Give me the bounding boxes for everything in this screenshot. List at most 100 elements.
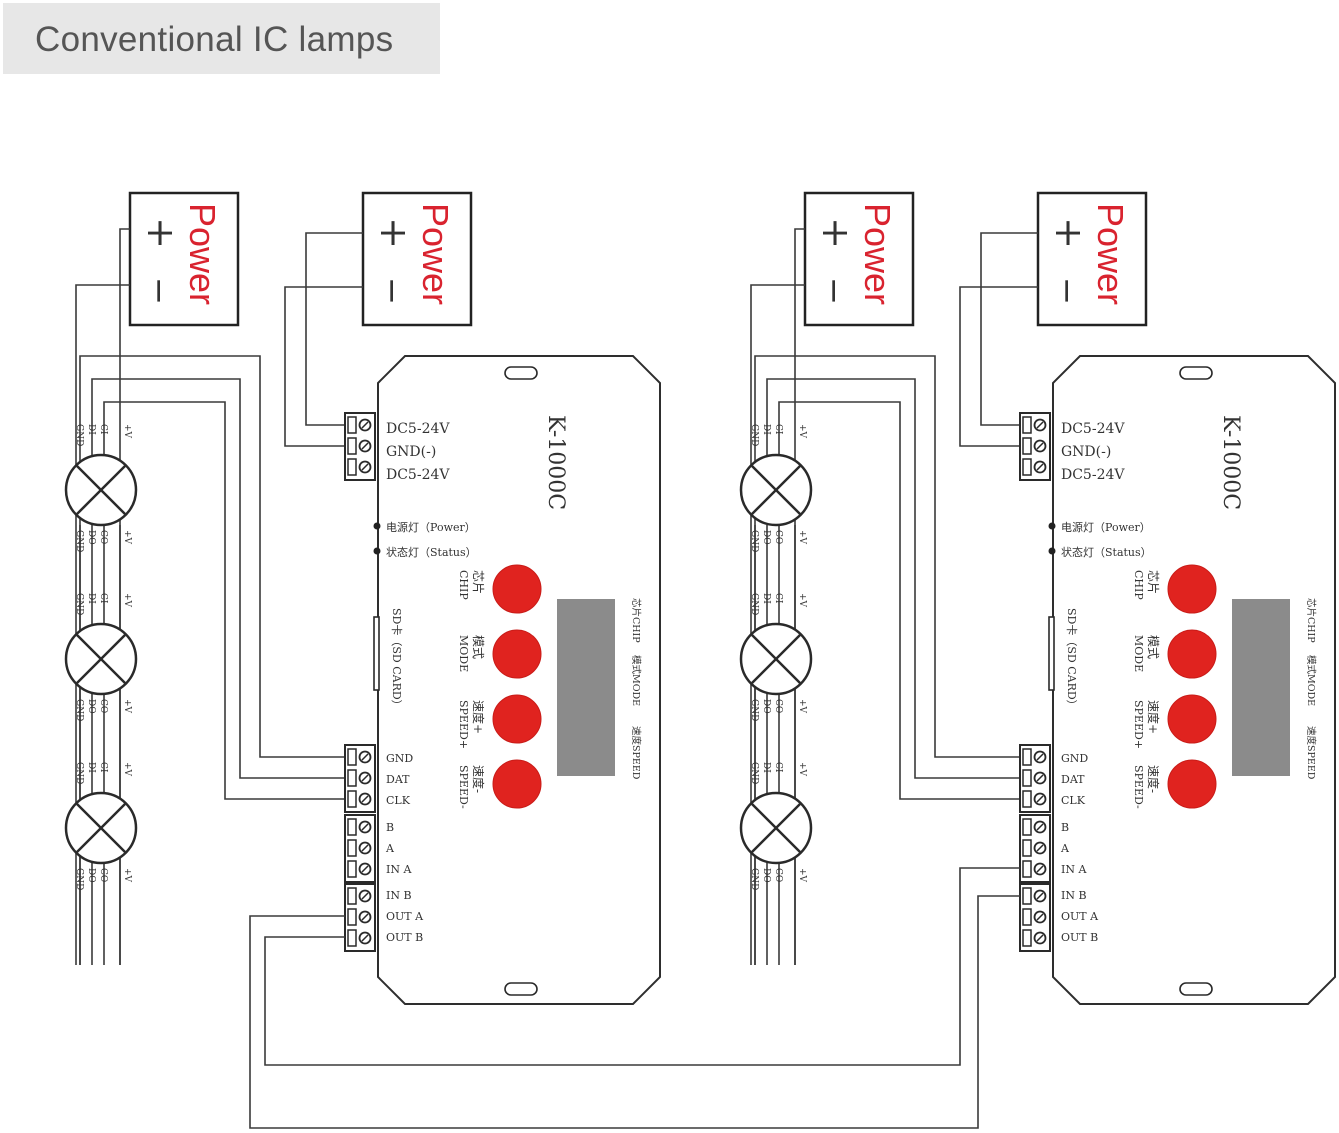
power-label: Power xyxy=(182,203,223,305)
terminal-slot xyxy=(347,769,357,787)
terminal-label: A xyxy=(385,842,395,855)
controller-model: K-1000C xyxy=(1218,415,1243,510)
button-label-cn: 芯片 xyxy=(1146,570,1160,594)
lamp-pin-label: DI xyxy=(761,762,771,773)
wire-ctrl-minus xyxy=(284,286,363,447)
button-label-cn: 速度- xyxy=(471,765,486,793)
lamp-cross xyxy=(76,803,126,853)
button-label-cn: 模式 xyxy=(1146,635,1160,659)
lamp-pin-label: DO xyxy=(86,699,96,714)
button-mode xyxy=(492,629,542,679)
terminal-out xyxy=(344,883,376,952)
controller-2: K-1000CDC5-24VGND(-)DC5-24V电源灯（Power）状态灯… xyxy=(1019,355,1336,1005)
lamp-pin-label: DO xyxy=(761,699,771,714)
button-speed xyxy=(1167,759,1217,809)
lamp-pin-label: GND xyxy=(749,699,759,721)
power-box xyxy=(128,191,240,327)
terminal-slot xyxy=(347,908,357,926)
button-speed xyxy=(492,694,542,744)
lamp-pin-label: CI xyxy=(773,762,783,773)
terminal-label: OUT A xyxy=(386,910,424,923)
lamp-pin-label: GND xyxy=(749,530,759,552)
button-label-cn: 模式 xyxy=(471,635,485,659)
terminal-slot xyxy=(1022,769,1032,787)
terminal-screw-slot xyxy=(361,442,369,450)
title-banner: Conventional IC lamps xyxy=(3,3,440,74)
terminal-label: DC5-24V xyxy=(386,421,450,437)
terminal-ab xyxy=(1019,814,1051,883)
lamp-pin-label: CO xyxy=(98,699,108,713)
terminal-label: DC5-24V xyxy=(386,467,450,483)
power-minus-sign: − xyxy=(372,277,412,306)
terminal-power xyxy=(344,412,376,481)
lamp-pin-label: +V xyxy=(797,868,807,883)
terminal-screw-slot xyxy=(361,421,369,429)
indicator-led xyxy=(1048,522,1056,530)
button-label-en: SPEED- xyxy=(1132,765,1145,809)
mounting-hole xyxy=(504,366,538,380)
side-label: 模式MODE xyxy=(1305,655,1317,706)
terminal-screw-slot xyxy=(1036,892,1044,900)
power-box xyxy=(1036,191,1148,327)
controller-model: K-1000C xyxy=(543,415,568,510)
lamp-pin-label: +V xyxy=(122,868,132,883)
terminal-slot xyxy=(347,887,357,905)
terminal-slot xyxy=(1022,818,1032,836)
button-chip xyxy=(1167,564,1217,614)
lamp-pin-label: GND xyxy=(74,762,84,784)
terminal-slot xyxy=(347,748,357,766)
terminal-label: OUT B xyxy=(386,931,423,944)
indicator-led xyxy=(373,547,381,555)
indicator-label: 电源灯（Power） xyxy=(1061,520,1151,534)
lcd-display xyxy=(557,599,615,776)
wire-clk xyxy=(778,401,1020,800)
power-box xyxy=(361,191,473,327)
button-label-cn: 速度- xyxy=(1146,765,1161,793)
lamp-pin-label: GND xyxy=(749,868,759,890)
indicator-label: 状态灯（Status） xyxy=(386,545,477,559)
sd-label: SD卡（SD CARD） xyxy=(1065,608,1078,711)
lamp-pin-label: GND xyxy=(749,593,759,615)
lamp-cross xyxy=(76,634,126,684)
lamp-cross xyxy=(76,465,126,515)
lamp-pin-label: GND xyxy=(74,424,84,446)
terminal-slot xyxy=(347,790,357,808)
lamp-pin-label: +V xyxy=(797,762,807,777)
terminal-screw-slot xyxy=(1036,795,1044,803)
terminal-screw-slot xyxy=(1036,913,1044,921)
terminal-slot xyxy=(347,416,357,434)
lamp-pin-label: +V xyxy=(797,530,807,545)
terminal-screw-slot xyxy=(1036,823,1044,831)
wire-ctrl-minus xyxy=(959,286,1038,447)
power-label: Power xyxy=(1090,203,1131,305)
terminal-slot xyxy=(1022,458,1032,476)
terminal-screw-slot xyxy=(361,463,369,471)
terminal-slot xyxy=(1022,929,1032,947)
terminal-label: GND(-) xyxy=(1061,444,1111,460)
lamp-pin-label: DO xyxy=(86,868,96,883)
terminal-label: CLK xyxy=(1061,794,1086,807)
terminal-label: GND(-) xyxy=(386,444,436,460)
terminal-signal xyxy=(1019,744,1051,813)
power-supply-lamps: +−Power xyxy=(803,191,915,327)
terminal-screw-slot xyxy=(1036,844,1044,852)
side-label: 速度SPEED xyxy=(630,726,642,780)
terminal-label: IN A xyxy=(1061,863,1087,876)
lamp-pin-label: +V xyxy=(122,762,132,777)
power-label: Power xyxy=(415,203,456,305)
terminal-screw-slot xyxy=(361,865,369,873)
lamp-pin-label: DO xyxy=(761,530,771,545)
terminal-label: IN B xyxy=(386,889,412,902)
terminal-label: DAT xyxy=(1061,773,1085,786)
lamp-pin-label: DI xyxy=(761,593,771,604)
lamp-pin-label: +V xyxy=(122,593,132,608)
lamp-pin-label: GND xyxy=(74,593,84,615)
button-label-en: MODE xyxy=(1132,635,1145,672)
button-label-en: CHIP xyxy=(1132,570,1145,600)
power-label: Power xyxy=(857,203,898,305)
button-chip xyxy=(492,564,542,614)
terminal-screw-slot xyxy=(361,844,369,852)
